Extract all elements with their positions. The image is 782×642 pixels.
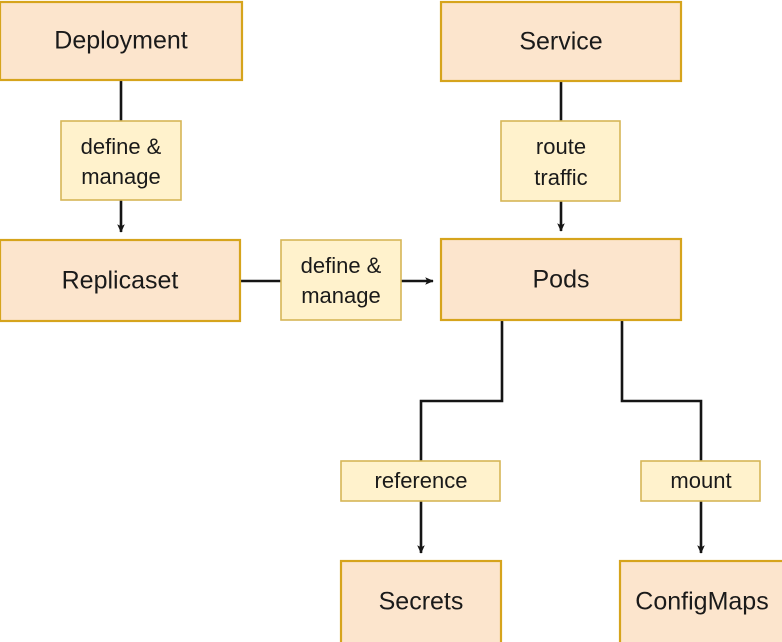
node-configmaps[interactable]: ConfigMaps (618, 559, 782, 642)
edge-label-pods-configmaps-line1: mount (670, 468, 731, 493)
edge-label-replicaset-pods[interactable]: define & manage (280, 239, 402, 321)
node-configmaps-label: ConfigMaps (635, 588, 768, 616)
edge-label-service-pods-line2: traffic (534, 165, 587, 190)
node-pods-box[interactable] (439, 237, 683, 322)
edge-label-deployment-replicaset[interactable]: define & manage (60, 120, 182, 201)
node-secrets-label: Secrets (379, 588, 464, 616)
edge-label-pods-secrets-box[interactable] (340, 460, 501, 502)
edge-label-pods-secrets[interactable]: reference (340, 460, 501, 502)
edge-label-pods-configmaps-box[interactable] (640, 460, 761, 502)
edge-label-service-pods-box[interactable] (500, 120, 621, 202)
edge-label-deployment-replicaset-box[interactable] (60, 120, 182, 201)
node-deployment[interactable]: Deployment (0, 0, 244, 82)
node-replicaset-label: Replicaset (62, 267, 179, 295)
node-secrets[interactable]: Secrets (339, 559, 503, 642)
edge-label-deployment-replicaset-line1: define & (81, 134, 162, 159)
edge-label-replicaset-pods-line2: manage (301, 283, 381, 308)
node-deployment-label: Deployment (54, 27, 187, 55)
node-secrets-box[interactable] (339, 559, 503, 642)
edge-label-pods-configmaps[interactable]: mount (640, 460, 761, 502)
edge-pods-to-reference (419, 320, 504, 461)
node-pods[interactable]: Pods (439, 237, 683, 322)
edge-label-service-pods[interactable]: route traffic (500, 120, 621, 202)
node-replicaset-box[interactable] (0, 238, 242, 323)
edge-label-service-pods-line1: route (536, 134, 586, 159)
node-service-box[interactable] (439, 0, 683, 83)
node-pods-label: Pods (533, 266, 590, 294)
edge-label-replicaset-pods-box[interactable] (280, 239, 402, 321)
edge-pods-to-mount (620, 320, 703, 461)
node-configmaps-box[interactable] (618, 559, 782, 642)
node-service-label: Service (519, 28, 602, 56)
edge-label-deployment-replicaset-line2: manage (81, 164, 161, 189)
edge-label-replicaset-pods-line1: define & (301, 253, 382, 278)
edge-layer (117, 80, 705, 554)
node-replicaset[interactable]: Replicaset (0, 238, 242, 323)
edge-label-pods-secrets-line1: reference (375, 468, 468, 493)
node-service[interactable]: Service (439, 0, 683, 83)
edge-label-layer: define & manage route traffic define & m… (60, 120, 761, 502)
node-deployment-box[interactable] (0, 0, 244, 82)
